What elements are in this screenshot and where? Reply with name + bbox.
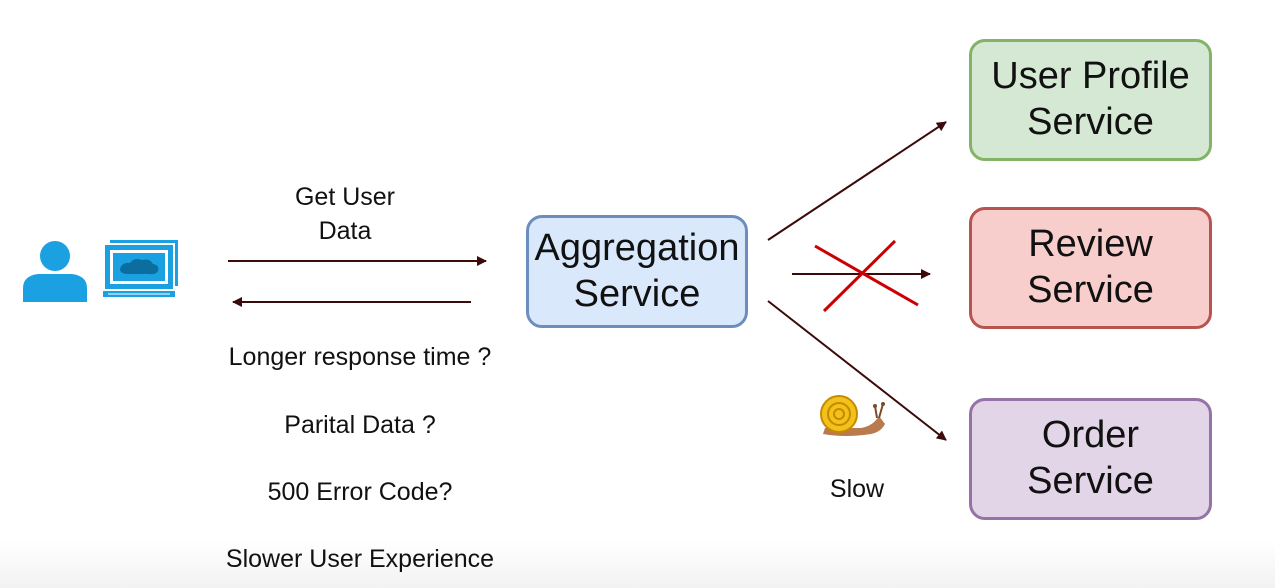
user-profile-service-line1: User Profile [991, 55, 1190, 98]
order-service-line2: Service [1027, 460, 1154, 502]
request-label-line1: Get User [294, 183, 396, 211]
question-response-time: Longer response time ? [228, 343, 492, 371]
user-icon [23, 241, 87, 302]
aggregation-service-line1: Aggregation [534, 226, 740, 269]
review-service-node: Review Service [969, 207, 1212, 329]
question-user-experience: Slower User Experience [225, 545, 495, 573]
arrow-to-order [767, 300, 947, 441]
request-label-line2: Data [318, 217, 372, 245]
order-service-node: Order Service [969, 398, 1212, 520]
computer-icon [101, 240, 178, 299]
review-service-line2: Service [1027, 269, 1154, 311]
aggregation-service-node: Aggregation Service [526, 215, 748, 328]
user-profile-service-line2: Service [1027, 101, 1154, 143]
question-partial-data: Parital Data ? [284, 411, 436, 439]
review-service-line1: Review [1028, 223, 1153, 266]
red-x-icon [814, 239, 919, 313]
request-label: Get User Data [262, 180, 428, 248]
slow-label: Slow [829, 475, 885, 503]
arrow-to-user-profile [767, 121, 947, 241]
order-service-line1: Order [1041, 414, 1140, 457]
question-error-code: 500 Error Code? [267, 478, 453, 506]
snail-icon [820, 395, 885, 436]
aggregation-service-line2: Service [573, 272, 701, 315]
user-profile-service-node: User Profile Service [969, 39, 1212, 161]
